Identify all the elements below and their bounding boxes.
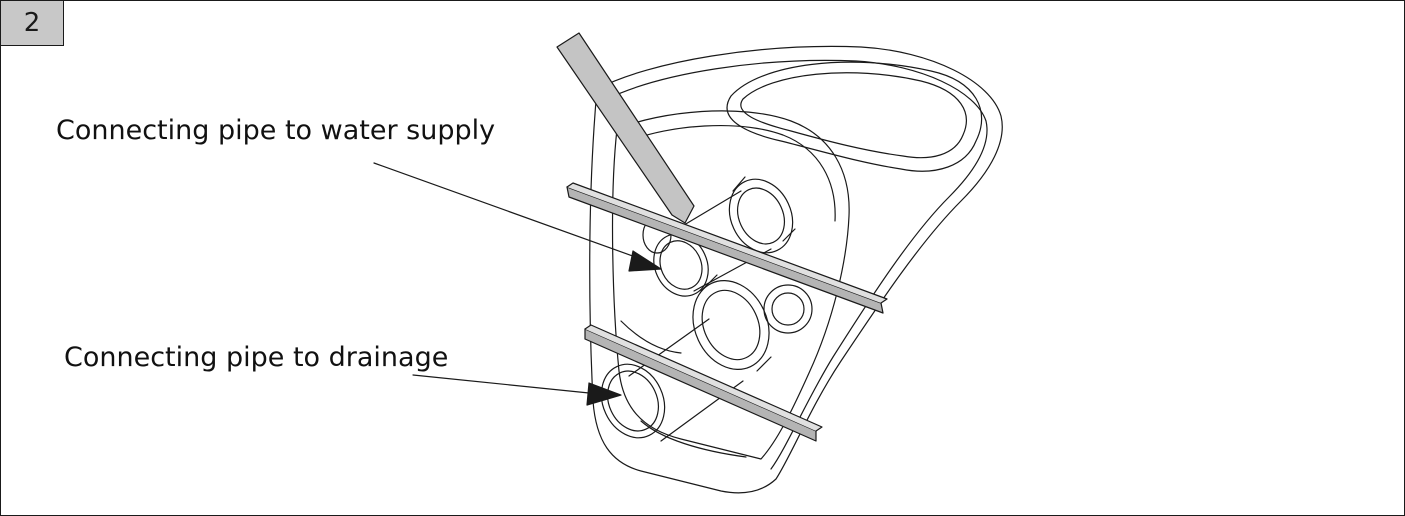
lower-clamp-strip: [584, 324, 823, 442]
step-number-badge: 2: [1, 1, 64, 46]
screwdriver-tool: [556, 32, 695, 224]
callout-leader-water: [373, 162, 662, 272]
drainage-label: Connecting pipe to drainage: [64, 342, 449, 373]
drainage-pipe: [600, 274, 772, 442]
callout-leader-drain: [412, 374, 622, 406]
water-supply-label: Connecting pipe to water supply: [56, 115, 496, 146]
step-number: 2: [23, 8, 41, 38]
upper-clamp-strip: [566, 182, 888, 314]
